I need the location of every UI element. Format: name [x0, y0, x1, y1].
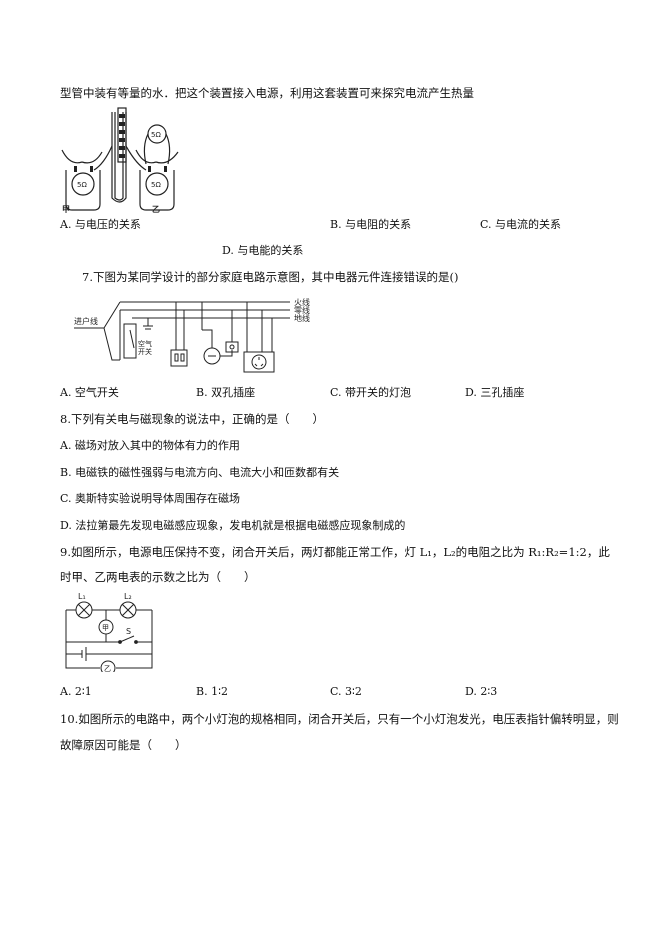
q6-fig-r-left: 5Ω — [77, 181, 87, 189]
q9-fig-meter-jia: 甲 — [102, 624, 109, 632]
q9-fig-meter-yi: 乙 — [104, 665, 111, 672]
q9-fig-switch: S — [126, 627, 131, 636]
q9-option-b: B. 1∶2 — [196, 685, 228, 698]
q7-option-a: A. 空气开关 — [60, 386, 119, 399]
q8-stem: 8.下列有关电与磁现象的说法中，正确的是（ ） — [60, 412, 324, 426]
q9-option-d: D. 2∶3 — [465, 685, 498, 698]
q9-option-a: A. 2∶1 — [60, 685, 92, 698]
q8-option-b: B. 电磁铁的磁性强弱与电流方向、电流大小和匝数都有关 — [60, 466, 340, 479]
q7-fig-ground: 地线 — [294, 313, 310, 323]
q6-option-a: A. 与电压的关系 — [60, 218, 141, 231]
q10-stem-line2: 故障原因可能是（ ） — [60, 738, 187, 752]
q10-stem-line1: 10.如图所示的电路中，两个小灯泡的规格相同，闭合开关后，只有一个小灯泡发光，电… — [60, 712, 619, 726]
q7-fig-switch-1: 空气 — [138, 339, 152, 348]
q8-option-a: A. 磁场对放入其中的物体有力的作用 — [60, 439, 240, 452]
q8-option-c: C. 奥斯特实验说明导体周围存在磁场 — [60, 492, 241, 505]
q7-fig-neutral: 零线 — [294, 305, 310, 315]
q7-option-c: C. 带开关的灯泡 — [330, 386, 412, 399]
q7-figure: 火线 零线 地线 进户线 空气 开关 — [74, 297, 310, 373]
q6-fig-yi: 乙 — [152, 205, 160, 214]
q8-option-d: D. 法拉第最先发现电磁感应现象，发电机就是根据电磁感应现象制成的 — [60, 519, 406, 532]
q6-fig-r-right: 5Ω — [151, 181, 161, 189]
q6-fig-r-top: 5Ω — [151, 131, 161, 139]
q7-fig-switch-2: 开关 — [138, 347, 152, 356]
q9-fig-l1: L₁ — [78, 592, 86, 601]
q6-figure: 5Ω 5Ω 5Ω 甲 乙 — [61, 107, 179, 214]
q9-option-c: C. 3∶2 — [330, 685, 362, 698]
q9-figure: L₁ L₂ 甲 S 乙 — [65, 592, 153, 672]
q6-stem-tail: 型管中装有等量的水．把这个装置接入电源，利用这套装置可来探究电流产生热量 — [60, 86, 474, 100]
q6-option-d: D. 与电能的关系 — [222, 244, 304, 257]
q9-stem-line1: 9.如图所示，电源电压保持不变，闭合开关后，两灯都能正常工作，灯 L₁，L₂的电… — [60, 545, 610, 559]
q9-fig-l2: L₂ — [124, 592, 132, 601]
q7-stem: 7.下图为某同学设计的部分家庭电路示意图，其中电器元件连接错误的是() — [82, 270, 459, 284]
q7-option-d: D. 三孔插座 — [465, 386, 525, 399]
q6-fig-jia: 甲 — [62, 205, 70, 214]
q9-stem-line2: 时甲、乙两电表的示数之比为（ ） — [60, 570, 256, 584]
q6-option-c: C. 与电流的关系 — [480, 218, 562, 231]
q7-option-b: B. 双孔插座 — [196, 386, 256, 399]
q7-fig-live: 火线 — [294, 297, 310, 307]
q7-fig-entry: 进户线 — [74, 316, 98, 326]
q6-option-b: B. 与电阻的关系 — [330, 218, 412, 231]
